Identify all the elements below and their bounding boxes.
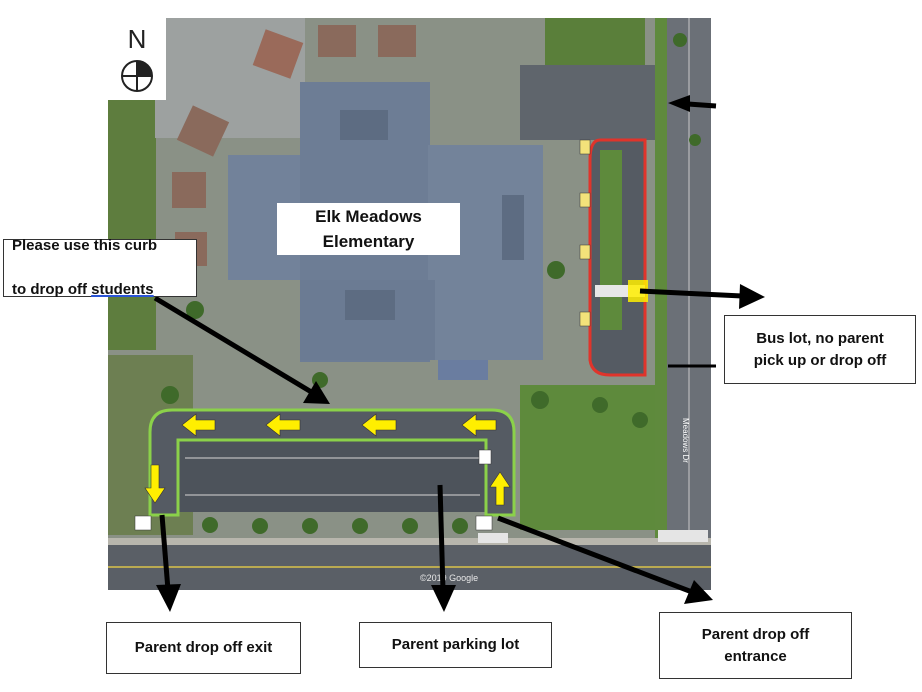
grass-west — [108, 100, 156, 350]
sign-entrance — [475, 515, 493, 531]
arrow-north-entrance-head — [668, 95, 690, 112]
curb-callout: Please use this curb to drop off student… — [3, 237, 197, 298]
arrow-parking — [437, 484, 446, 591]
portable-4 — [176, 105, 230, 157]
sidewalk-south — [108, 538, 711, 545]
loop-arrows — [144, 413, 511, 506]
entrance-callout: Parent drop off entrance — [659, 612, 852, 679]
arrow-entrance — [497, 515, 693, 595]
curb-callout-underlined: students — [91, 281, 154, 298]
curb-callout-line2-prefix: to drop off — [12, 281, 92, 298]
portable-2 — [318, 25, 356, 57]
portable-5 — [172, 172, 206, 208]
compass: N — [108, 18, 166, 100]
arrow-bus-lot — [639, 288, 743, 299]
arrow-exit-head — [156, 584, 181, 612]
portable-3 — [378, 25, 416, 57]
grass-strip-east — [655, 18, 667, 548]
parking-callout: Parent parking lot — [359, 622, 552, 668]
google-watermark: ©2019 Google — [420, 573, 478, 583]
grass-field-se — [520, 385, 660, 530]
grass-ne — [545, 18, 645, 68]
ne-lot — [520, 65, 655, 140]
school-name-label: Elk Meadows Elementary — [277, 203, 460, 255]
trees — [161, 33, 701, 534]
crosswalk-east — [658, 530, 708, 542]
curb-callout-line1: Please use this curb — [12, 237, 158, 254]
compass-north-label: N — [127, 24, 147, 54]
arrow-curb — [153, 295, 320, 399]
bus-stop-markers — [579, 139, 591, 327]
exit-callout: Parent drop off exit — [106, 622, 301, 674]
curb-callout-line2: to drop off students — [12, 257, 154, 301]
bus-loop-inner — [600, 150, 622, 330]
bus-lot-callout: Bus lot, no parent pick up or drop off — [724, 315, 916, 384]
arrow-curb-head — [303, 381, 330, 404]
portable-1 — [252, 29, 304, 79]
street-name: Meadows Dr — [681, 418, 690, 463]
crosswalk-south — [478, 533, 508, 543]
arrow-exit — [159, 514, 171, 591]
bus-yellow-hatch — [628, 280, 648, 302]
sign-bus — [478, 449, 492, 465]
arrow-bus-lot-head — [739, 284, 765, 309]
drop-off-loop — [148, 408, 516, 517]
arrow-north-entrance — [687, 101, 717, 109]
sign-exit — [134, 515, 152, 531]
arrow-parking-head — [431, 585, 456, 612]
compass-rose-icon — [121, 60, 153, 92]
parking-stripes — [185, 457, 480, 496]
pointer-arrows — [153, 95, 765, 612]
arrow-entrance-head — [684, 580, 713, 604]
parking-lot — [175, 440, 487, 512]
